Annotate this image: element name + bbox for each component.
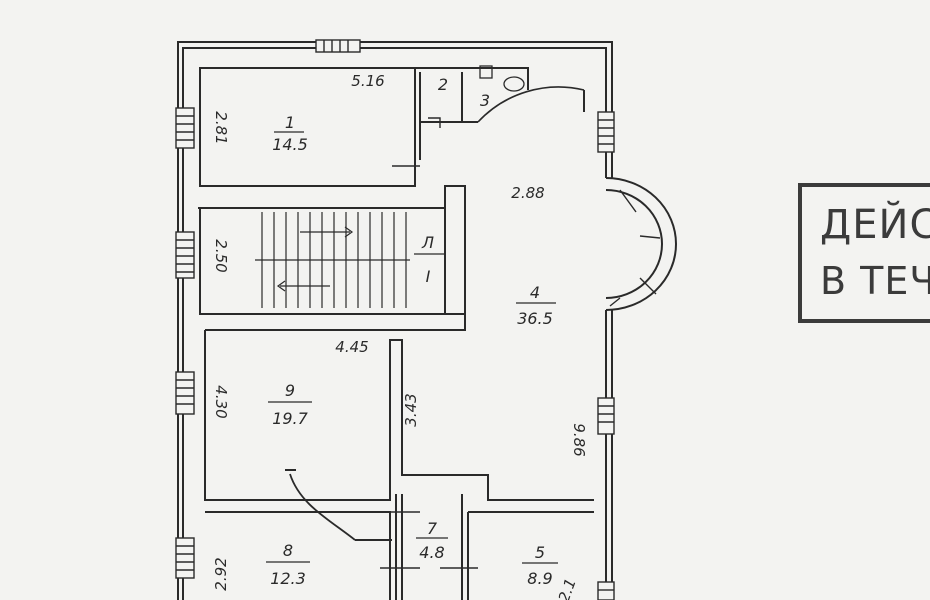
room-9-area: 19.7: [272, 409, 308, 428]
room-3-number: 3: [480, 91, 490, 110]
room-4-area: 36.5: [517, 309, 553, 328]
room-9-number: 9: [285, 381, 295, 400]
room-1-area: 14.5: [272, 135, 308, 154]
door-swing-room9: [289, 473, 356, 541]
door-swing-arc: [477, 86, 585, 123]
dim-room9-width: 4.45: [335, 338, 368, 356]
room-8-number: 8: [283, 541, 293, 560]
room-5-area: 8.9: [527, 569, 552, 588]
dim-room1-depth: 2.81: [212, 111, 230, 144]
stair-bottom-wall: [205, 313, 466, 331]
window-right-1: [597, 111, 615, 153]
fixture-sink: [479, 65, 493, 79]
dim-stair-depth: 2.50: [212, 239, 230, 272]
window-left-4: [175, 537, 195, 579]
window-right-3: [597, 581, 615, 600]
room-2-3-top: [415, 67, 529, 90]
dim-room4-length: 9.86: [570, 423, 588, 456]
room-2-3-partitions: [419, 72, 478, 160]
door-marks-lower: [380, 511, 478, 569]
room-7-number: 7: [427, 519, 438, 538]
dim-room8-depth: 2.92: [212, 557, 230, 590]
dim-room1-width: 5.16: [351, 72, 384, 90]
small-partition: [428, 117, 441, 128]
bay-window-marks: [609, 189, 661, 307]
room-2-number: 2: [438, 75, 448, 94]
outer-wall-top-left: [177, 41, 613, 600]
stair-treads: [255, 212, 410, 308]
room-1-walls: [199, 67, 416, 187]
dim-room5: 2.1: [555, 576, 580, 600]
dim-room9-depth: 4.30: [212, 385, 230, 418]
room-4-number: 4: [530, 283, 540, 302]
stair-mark-top: Л: [421, 233, 434, 252]
window-left-2: [175, 231, 195, 279]
dim-room4-small: 2.88: [511, 184, 544, 202]
window-right-2: [597, 397, 615, 435]
room-7-area: 4.8: [419, 543, 444, 562]
window-left-3: [175, 371, 195, 415]
room-8-area: 12.3: [270, 569, 306, 588]
room-7-left-wall: [395, 494, 403, 600]
bay-arc-inner: [605, 189, 663, 299]
dimensions: 5.16 2.81 2.50 2.88 4.45 4.30 3.43 9.86 …: [212, 72, 588, 600]
outer-wall-right-lower: [605, 310, 613, 600]
room-5-number: 5: [535, 543, 545, 562]
walls: [177, 41, 677, 600]
room-labels: 1 14.5 2 3 4 36.5 9 19.7 7 4.8 8 12.3 5 …: [266, 75, 558, 588]
window-top: [315, 39, 361, 53]
window-left-1: [175, 107, 195, 149]
room-9-walls: [204, 330, 594, 501]
fixture-toilet: [503, 76, 525, 92]
room-7-right-wall: [461, 494, 469, 600]
stamp-line-2: В ТЕЧЕ: [820, 259, 930, 303]
stamp-line-1: ДЕЙС: [820, 202, 930, 248]
room-1-number: 1: [285, 113, 295, 132]
stamp: ДЕЙС В ТЕЧЕ: [798, 183, 930, 323]
windows: [175, 39, 615, 600]
dim-room4-inner: 3.43: [402, 393, 420, 426]
stair-mark-bottom: I: [426, 267, 431, 286]
bay-arc-outer: [605, 177, 677, 311]
